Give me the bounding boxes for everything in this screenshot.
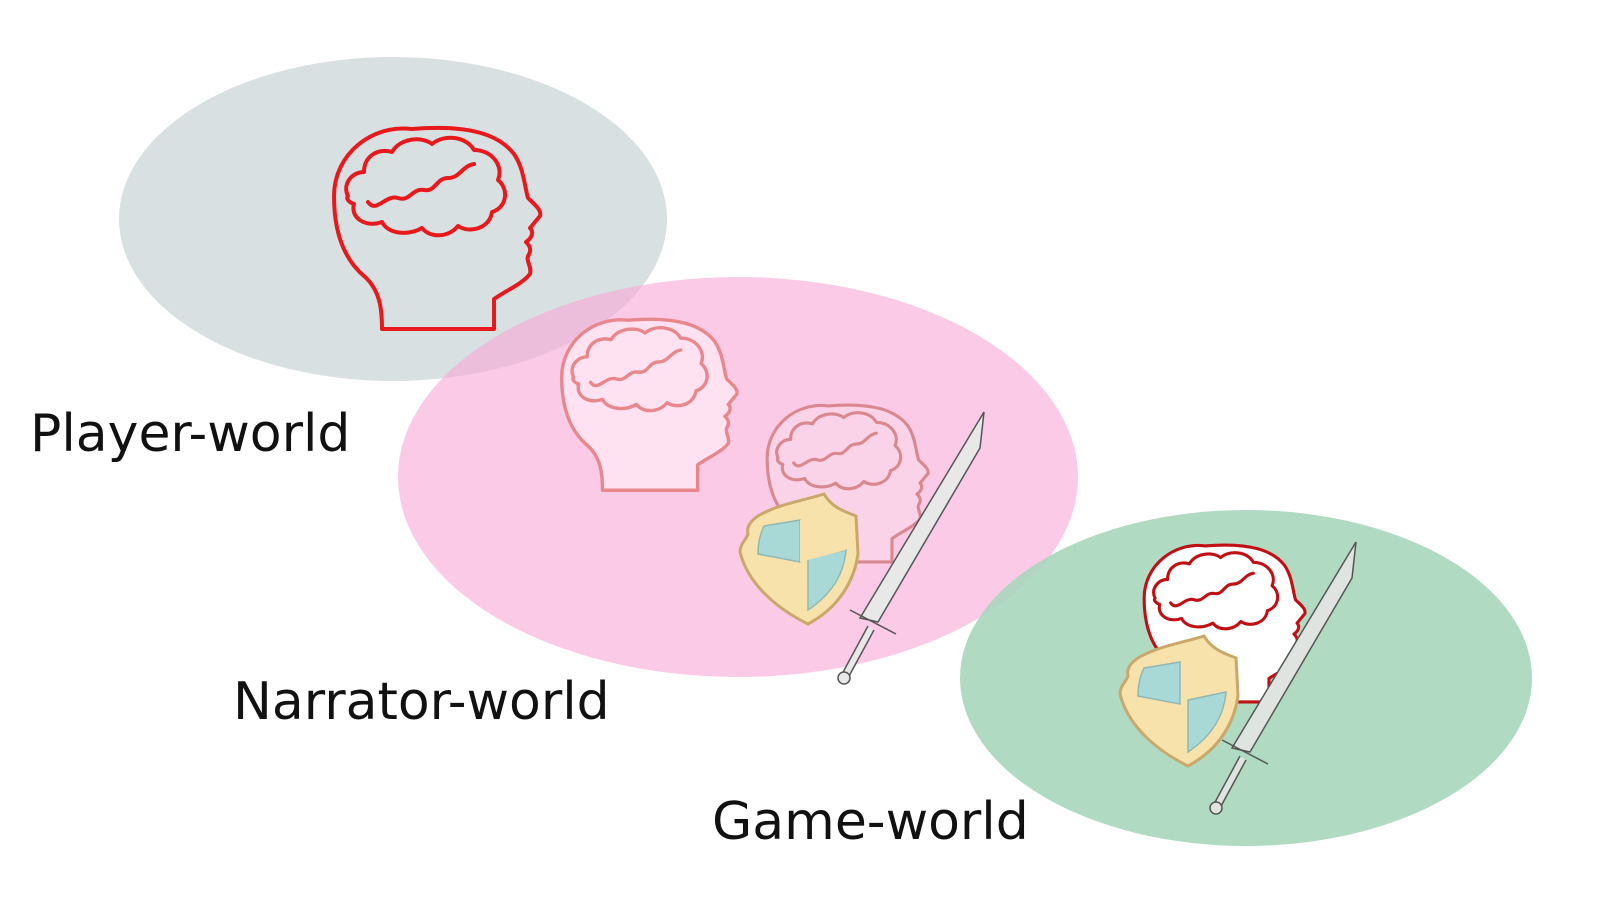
game-world-label: Game-world	[712, 792, 1029, 852]
narrator-world-label: Narrator-world	[233, 672, 610, 732]
game-shield-icon	[1118, 634, 1240, 768]
narrator-world-ellipse	[398, 277, 1078, 677]
player-world-ellipse	[119, 57, 667, 381]
player-world-label: Player-world	[30, 404, 351, 464]
narrator-shield-icon	[738, 492, 860, 626]
